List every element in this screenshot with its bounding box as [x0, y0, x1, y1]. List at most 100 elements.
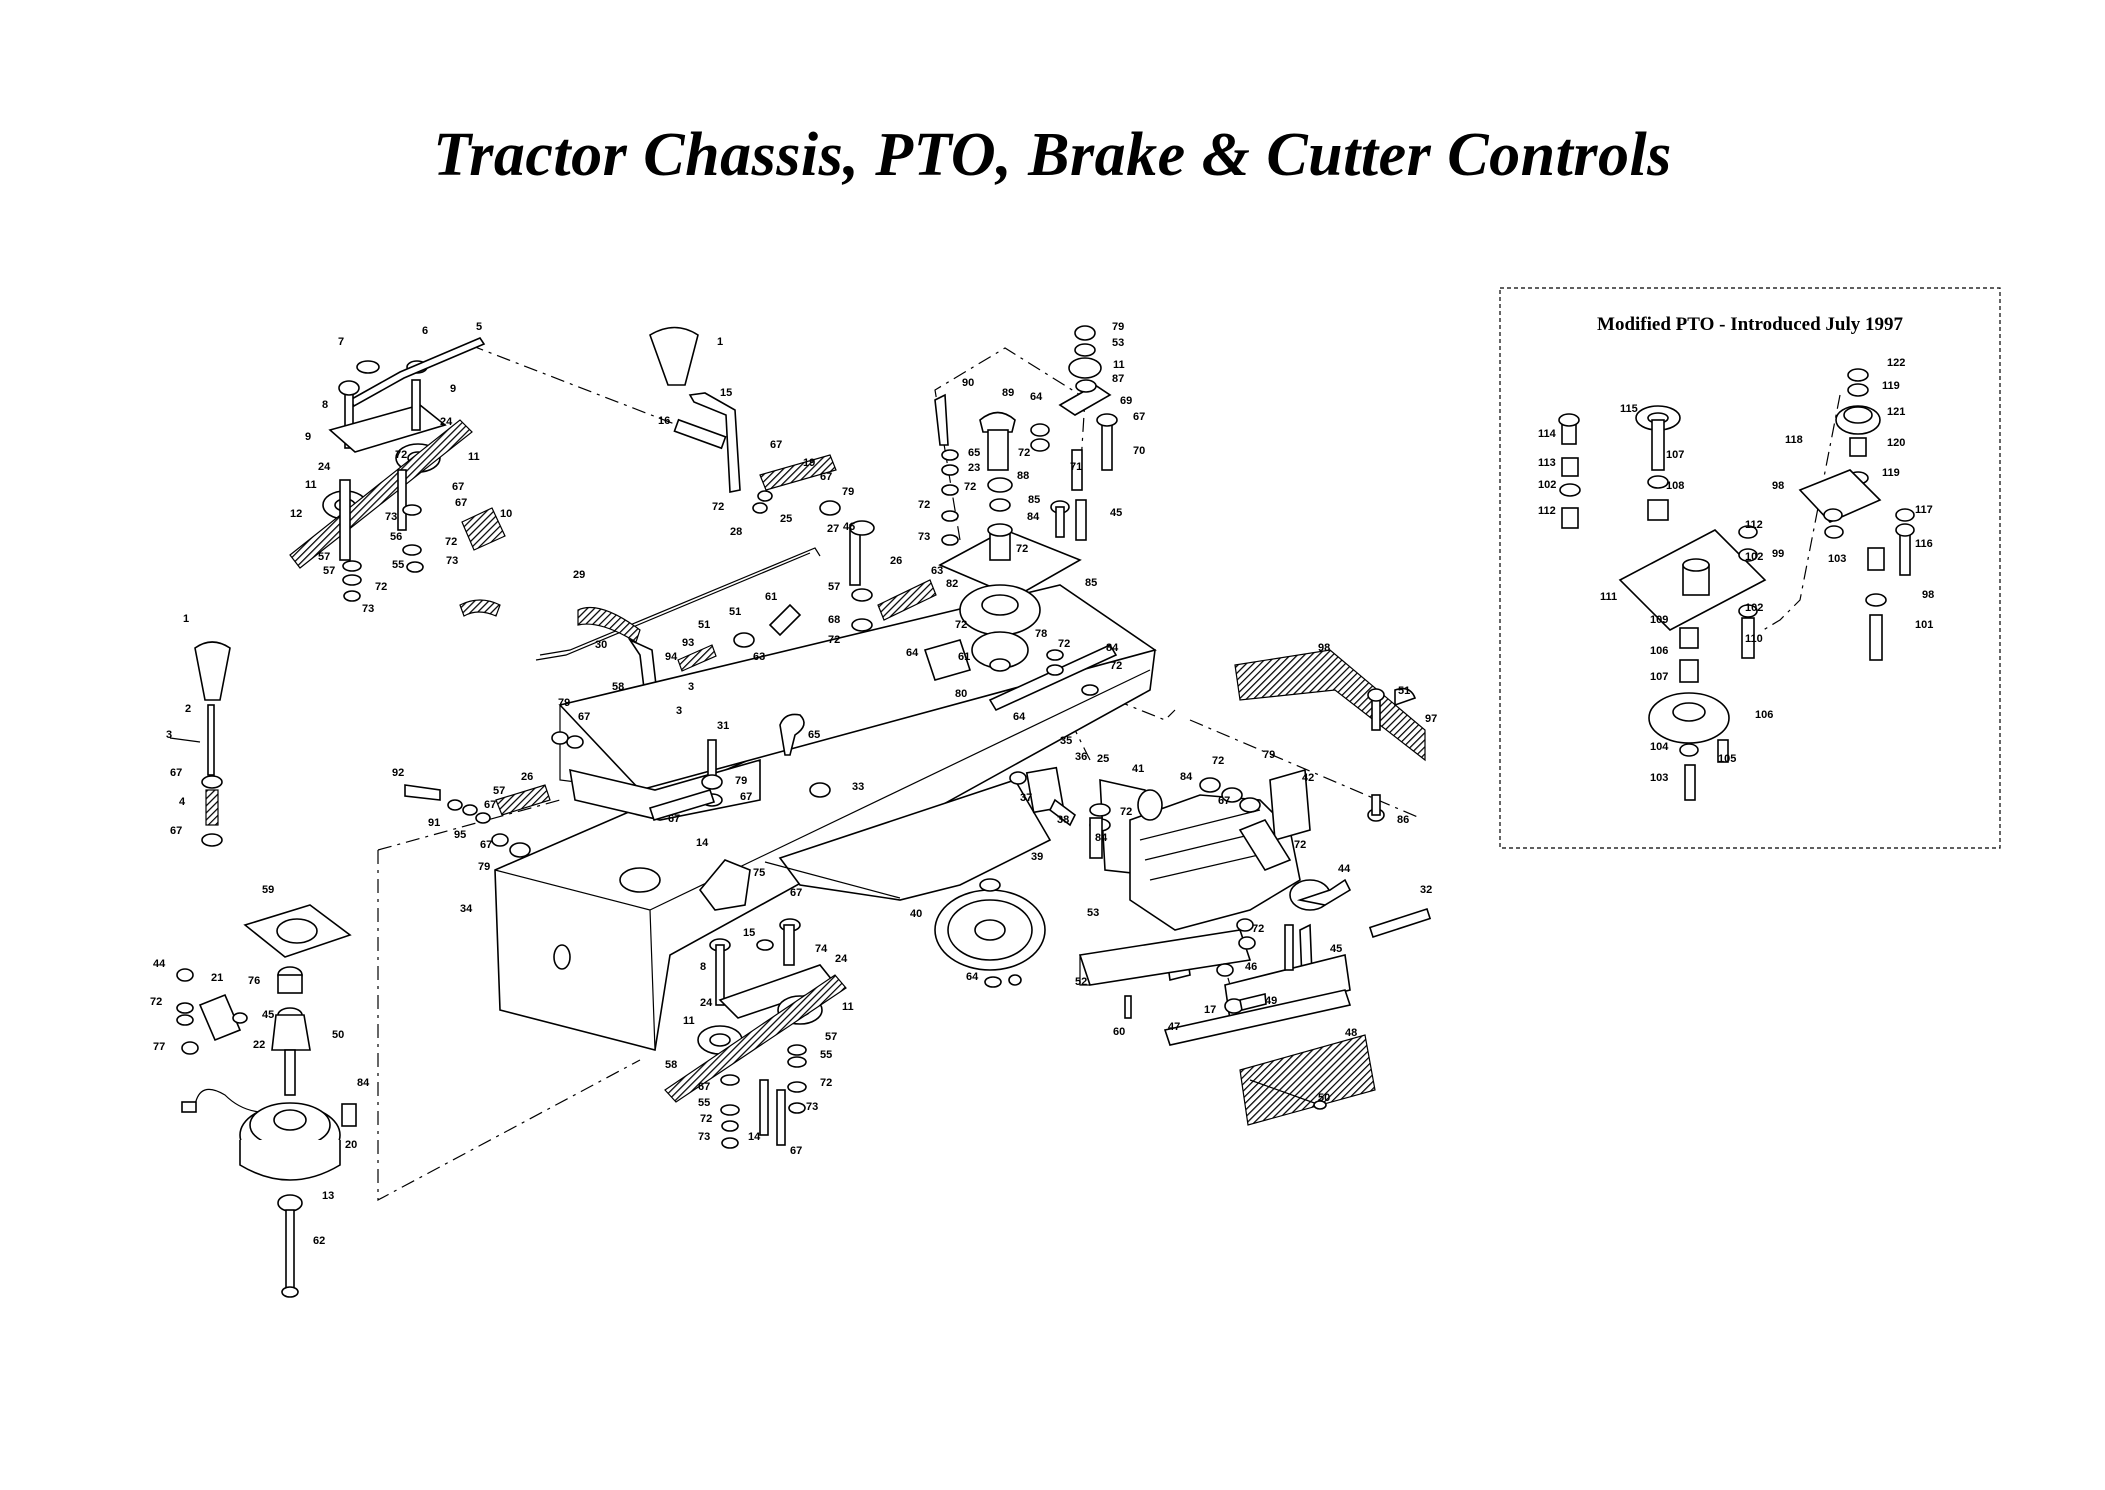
left-gear-shift	[169, 641, 231, 847]
part-label: 24	[700, 997, 713, 1009]
part-label: 72	[395, 449, 407, 461]
page-title: Tractor Chassis, PTO, Brake & Cutter Con…	[433, 121, 1672, 189]
part-label: 101	[1915, 619, 1933, 631]
part-label: 8	[700, 961, 706, 973]
part-label: 26	[521, 771, 533, 783]
part-label: 3	[688, 681, 694, 693]
part-label: 102	[1538, 479, 1556, 491]
part-label: 23	[968, 462, 980, 474]
part-label: 67	[170, 825, 182, 837]
part-label: 4	[179, 796, 186, 808]
part-label: 84	[1106, 642, 1119, 654]
part-label: 56	[390, 531, 402, 543]
part-label: 21	[211, 972, 223, 984]
part-label: 73	[446, 555, 458, 567]
part-label: 116	[1915, 538, 1933, 550]
part-label: 99	[1772, 548, 1784, 560]
part-label: 53	[1087, 907, 1099, 919]
part-label: 118	[1785, 434, 1803, 446]
part-label: 115	[1620, 403, 1638, 415]
part-label: 72	[150, 996, 162, 1008]
part-label: 72	[375, 581, 387, 593]
part-label: 78	[1035, 628, 1047, 640]
part-label: 77	[153, 1041, 165, 1053]
shift-lever	[649, 326, 841, 516]
part-label: 32	[1420, 884, 1432, 896]
part-label: 98	[1772, 480, 1784, 492]
part-label: 73	[698, 1131, 710, 1143]
part-label: 67	[1133, 411, 1145, 423]
part-label: 112	[1538, 505, 1556, 517]
part-label: 70	[1133, 445, 1145, 457]
part-label: 11	[305, 479, 317, 491]
part-label: 50	[332, 1029, 344, 1041]
part-label: 82	[946, 578, 958, 590]
part-label: 72	[1018, 447, 1030, 459]
part-label: 72	[1252, 923, 1264, 935]
part-label: 51	[1398, 685, 1410, 697]
part-label: 72	[700, 1113, 712, 1125]
part-label: 33	[852, 781, 864, 793]
part-label: 9	[305, 431, 311, 443]
part-label: 57	[318, 551, 330, 563]
part-label: 67	[484, 799, 496, 811]
part-label: 114	[1538, 428, 1557, 440]
part-label: 94	[665, 651, 678, 663]
cutter-lift-assembly	[664, 918, 847, 1149]
part-label: 98	[1318, 642, 1330, 654]
part-label: 85	[1085, 577, 1097, 589]
part-label: 79	[1112, 321, 1124, 333]
part-label: 49	[1265, 995, 1277, 1007]
part-label: 8	[322, 399, 328, 411]
part-label: 106	[1650, 645, 1668, 657]
part-label: 28	[730, 526, 742, 538]
part-label: 63	[931, 565, 943, 577]
part-label: 122	[1887, 357, 1905, 369]
part-label: 72	[445, 536, 457, 548]
part-label: 76	[248, 975, 260, 987]
part-label: 106	[1755, 709, 1773, 721]
part-label: 89	[1002, 387, 1014, 399]
part-label: 1	[717, 336, 723, 348]
part-label: 51	[729, 606, 741, 618]
part-label: 50	[1318, 1092, 1330, 1104]
part-label: 9	[450, 383, 456, 395]
part-label: 64	[1030, 391, 1043, 403]
part-label: 72	[1294, 839, 1306, 851]
part-label: 67	[452, 481, 464, 493]
part-label: 19	[803, 457, 815, 469]
part-label: 73	[918, 531, 930, 543]
part-label: 57	[828, 581, 840, 593]
part-label: 93	[682, 637, 694, 649]
part-label: 79	[558, 697, 570, 709]
part-label: 53	[1112, 337, 1124, 349]
part-label: 22	[253, 1039, 265, 1051]
part-label: 104	[1650, 741, 1669, 753]
part-label: 84	[1027, 511, 1040, 523]
part-label: 57	[493, 785, 505, 797]
part-label: 48	[1345, 1027, 1357, 1039]
part-label: 97	[1425, 713, 1437, 725]
part-label: 24	[835, 953, 848, 965]
part-label: 72	[955, 619, 967, 631]
part-label: 67	[770, 439, 782, 451]
part-label: 75	[753, 867, 765, 879]
part-label: 25	[1097, 753, 1109, 765]
part-label: 6	[422, 325, 428, 337]
part-label: 103	[1828, 553, 1846, 565]
inset-modified-pto: Modified PTO - Introduced July 1997	[1499, 287, 2001, 849]
part-label: 79	[735, 775, 747, 787]
part-label: 79	[1263, 749, 1275, 761]
part-label: 44	[1338, 863, 1351, 875]
part-label: 105	[1718, 753, 1736, 765]
part-label: 3	[166, 729, 172, 741]
part-label: 39	[1031, 851, 1043, 863]
pto-clutch-assembly	[176, 904, 357, 1298]
part-label: 84	[1180, 771, 1193, 783]
part-label: 74	[815, 943, 828, 955]
part-label: 57	[323, 565, 335, 577]
part-label: 107	[1666, 449, 1684, 461]
part-label: 7	[338, 336, 344, 348]
part-label: 120	[1887, 437, 1905, 449]
